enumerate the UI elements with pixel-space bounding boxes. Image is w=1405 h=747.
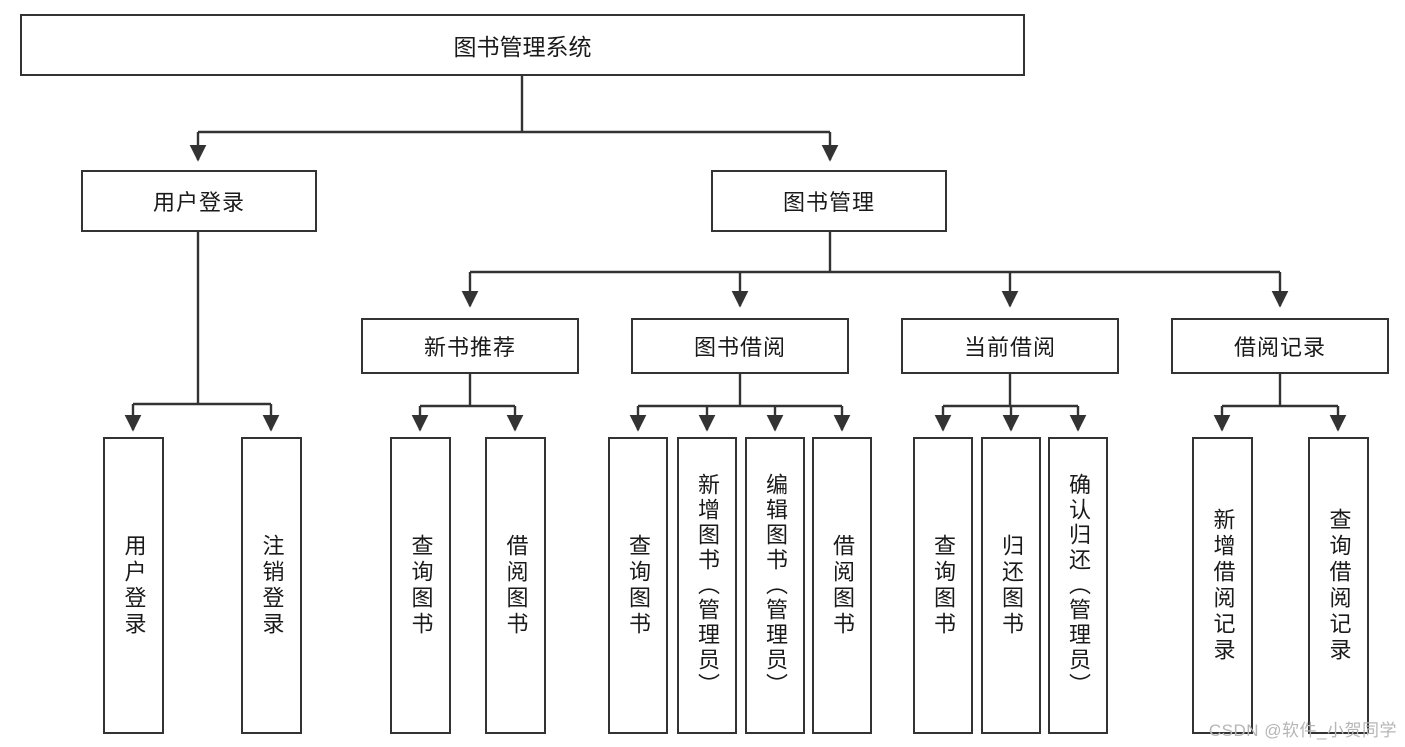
node-borrow-record[interactable]: 借阅记录 bbox=[1171, 318, 1389, 374]
leaf-add-borrow-record[interactable]: 新增借阅记录 bbox=[1192, 437, 1253, 734]
leaf-add-borrow-record-label: 新增借阅记录 bbox=[1210, 507, 1236, 664]
leaf-user-login-label: 用户登录 bbox=[121, 533, 147, 638]
node-new-book-recommend[interactable]: 新书推荐 bbox=[361, 318, 579, 374]
node-current-borrow[interactable]: 当前借阅 bbox=[901, 318, 1119, 374]
node-root-label: 图书管理系统 bbox=[453, 34, 592, 60]
leaf-query-book-current[interactable]: 查询图书 bbox=[913, 437, 973, 734]
node-user-login[interactable]: 用户登录 bbox=[81, 170, 317, 232]
node-root[interactable]: 图书管理系统 bbox=[20, 14, 1025, 76]
leaf-query-book-borrow-label: 查询图书 bbox=[626, 533, 651, 638]
leaf-query-borrow-record-label: 查询借阅记录 bbox=[1326, 507, 1352, 664]
leaf-query-book-current-label: 查询图书 bbox=[931, 533, 956, 638]
leaf-logout-label: 注销登录 bbox=[259, 533, 285, 638]
node-book-borrow-label: 图书借阅 bbox=[693, 335, 786, 360]
leaf-borrow-book-new-label: 借阅图书 bbox=[503, 533, 529, 638]
leaf-logout[interactable]: 注销登录 bbox=[241, 437, 302, 734]
node-book-borrow[interactable]: 图书借阅 bbox=[631, 318, 849, 374]
node-user-login-label: 用户登录 bbox=[152, 190, 245, 215]
node-book-management[interactable]: 图书管理 bbox=[711, 170, 947, 232]
leaf-user-login[interactable]: 用户登录 bbox=[103, 437, 164, 734]
leaf-edit-book-admin-label: 编辑图书（管理员） bbox=[763, 473, 788, 698]
node-new-book-recommend-label: 新书推荐 bbox=[423, 335, 516, 360]
leaf-query-borrow-record[interactable]: 查询借阅记录 bbox=[1308, 437, 1369, 734]
leaf-return-book[interactable]: 归还图书 bbox=[981, 437, 1041, 734]
leaf-query-book-new-label: 查询图书 bbox=[408, 533, 434, 638]
leaf-add-book-admin[interactable]: 新增图书（管理员） bbox=[677, 437, 737, 734]
leaf-borrow-book-label: 借阅图书 bbox=[830, 533, 855, 638]
watermark: CSDN @软件_小贺同学 bbox=[1208, 721, 1397, 740]
node-current-borrow-label: 当前借阅 bbox=[963, 335, 1056, 360]
leaf-add-book-admin-label: 新增图书（管理员） bbox=[695, 473, 720, 698]
leaf-confirm-return-admin-label: 确认归还（管理员） bbox=[1066, 473, 1091, 698]
node-book-management-label: 图书管理 bbox=[782, 190, 875, 215]
leaf-return-book-label: 归还图书 bbox=[999, 533, 1024, 638]
leaf-query-book-borrow[interactable]: 查询图书 bbox=[608, 437, 668, 734]
leaf-borrow-book[interactable]: 借阅图书 bbox=[812, 437, 872, 734]
leaf-confirm-return-admin[interactable]: 确认归还（管理员） bbox=[1048, 437, 1108, 734]
leaf-edit-book-admin[interactable]: 编辑图书（管理员） bbox=[745, 437, 805, 734]
leaf-borrow-book-new[interactable]: 借阅图书 bbox=[485, 437, 546, 734]
leaf-query-book-new[interactable]: 查询图书 bbox=[390, 437, 451, 734]
node-borrow-record-label: 借阅记录 bbox=[1233, 335, 1326, 360]
